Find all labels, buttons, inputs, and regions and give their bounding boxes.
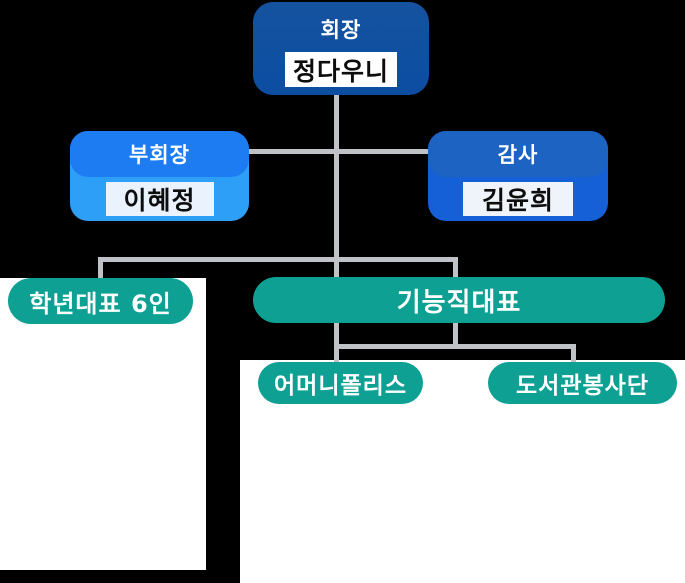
left-panel-background — [0, 278, 206, 570]
connector-library-stub — [571, 344, 576, 364]
org-node-grade-reps: 학년대표 6인 — [8, 278, 193, 324]
connector-vice-auditor-horizontal — [248, 149, 430, 154]
vice-chairman-title-bar: 부회장 — [70, 131, 249, 177]
org-node-vice-chairman: 부회장 이혜정 — [70, 131, 249, 221]
org-node-mother-police: 어머니폴리스 — [258, 362, 423, 404]
connector-subgroup-horizontal — [334, 344, 576, 349]
auditor-name-plate: 김윤희 — [463, 182, 573, 216]
chairman-name: 정다우니 — [292, 56, 389, 86]
org-node-auditor: 감사 김윤희 — [428, 131, 608, 221]
chairman-name-plate: 정다우니 — [285, 52, 397, 87]
library-volunteers-label: 도서관봉사단 — [516, 373, 649, 399]
chairman-title: 회장 — [320, 18, 362, 42]
connector-chairman-down — [334, 93, 339, 278]
vice-chairman-name-plate: 이혜정 — [105, 182, 214, 216]
org-node-chairman: 회장 정다우니 — [253, 2, 429, 95]
connector-functional-reps-stub — [453, 257, 458, 278]
connector-func-down-center — [453, 322, 458, 349]
vice-chairman-name: 이혜정 — [123, 186, 196, 215]
connector-grade-reps-stub — [98, 257, 103, 279]
auditor-name: 김윤희 — [481, 186, 554, 215]
connector-branch-horizontal — [98, 257, 458, 262]
grade-reps-label: 학년대표 6인 — [29, 289, 172, 318]
org-node-library-volunteers: 도서관봉사단 — [488, 362, 677, 404]
vice-chairman-title: 부회장 — [129, 143, 190, 167]
auditor-title-bar: 감사 — [428, 131, 608, 177]
auditor-title: 감사 — [497, 143, 539, 167]
connector-func-down-left — [334, 322, 339, 364]
mother-police-label: 어머니폴리스 — [274, 373, 407, 399]
functional-reps-label: 기능직대표 — [396, 287, 522, 318]
org-node-functional-reps: 기능직대표 — [253, 277, 665, 323]
